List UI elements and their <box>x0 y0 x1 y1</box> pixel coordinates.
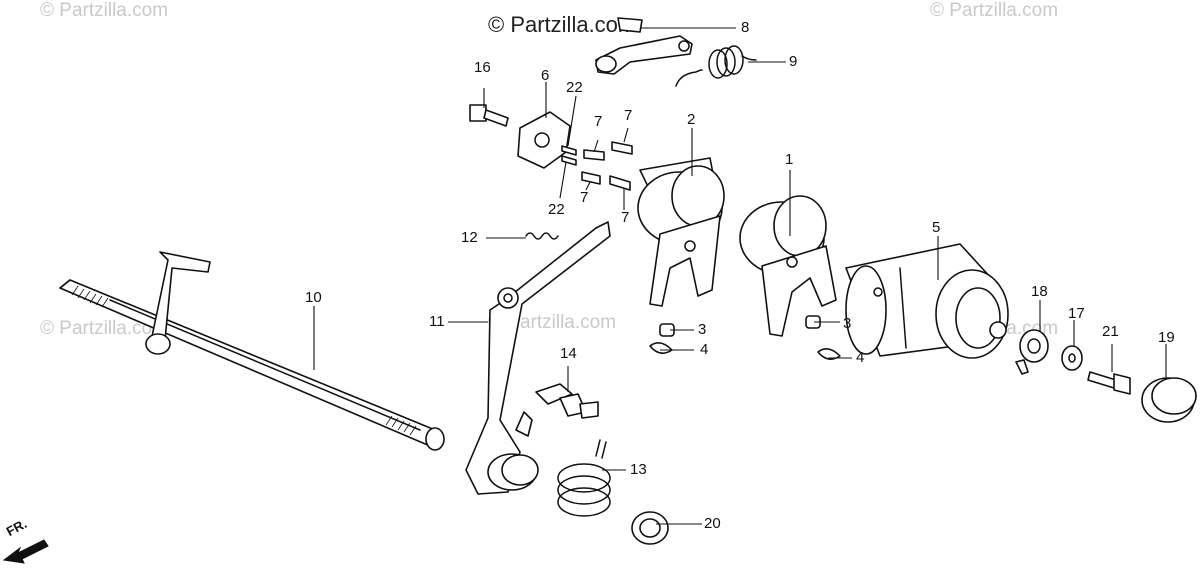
leader-lines <box>313 27 1167 525</box>
callout-16[interactable]: 16 <box>474 59 491 76</box>
part-12-spring[interactable] <box>525 232 559 240</box>
callout-2[interactable]: 2 <box>687 111 696 128</box>
part-16-bolt[interactable] <box>469 104 509 127</box>
part-11-gearshift-arm[interactable] <box>465 221 611 495</box>
watermark-main: © Partzilla.com <box>488 12 637 37</box>
part-3-guide-pin[interactable] <box>659 315 821 337</box>
part-18-stopper-plate[interactable] <box>1015 329 1049 375</box>
part-1-shift-fork[interactable] <box>739 195 837 337</box>
callout-20[interactable]: 20 <box>704 515 721 532</box>
callout-3[interactable]: 3 <box>843 315 852 332</box>
watermark: © Partzilla.com <box>930 0 1059 21</box>
callout-11[interactable]: 11 <box>429 313 445 330</box>
callout-19[interactable]: 19 <box>1158 329 1175 346</box>
watermark: © Partzilla.com <box>40 0 169 21</box>
callout-3[interactable]: 3 <box>698 321 707 338</box>
part-20-oil-seal[interactable] <box>631 511 669 545</box>
part-10-shift-shaft[interactable] <box>59 251 445 451</box>
callout-7[interactable]: 7 <box>594 113 603 130</box>
callout-6[interactable]: 6 <box>541 67 550 84</box>
front-direction-arrow-icon <box>2 539 49 564</box>
part-7-guide-pins[interactable] <box>581 141 633 191</box>
callout-7[interactable]: 7 <box>624 107 633 124</box>
callout-17[interactable]: 17 <box>1068 305 1085 322</box>
callout-12[interactable]: 12 <box>461 229 478 246</box>
part-5-shift-drum[interactable] <box>845 243 1009 359</box>
callout-5[interactable]: 5 <box>932 219 941 236</box>
part-19-cap[interactable] <box>1141 377 1197 423</box>
callout-7[interactable]: 7 <box>621 209 630 226</box>
part-2-shift-fork[interactable] <box>637 157 725 307</box>
callout-13[interactable]: 13 <box>630 461 647 478</box>
callout-7[interactable]: 7 <box>580 189 589 206</box>
callout-18[interactable]: 18 <box>1031 283 1048 300</box>
callout-22[interactable]: 22 <box>566 79 583 96</box>
callout-1[interactable]: 1 <box>785 151 794 168</box>
part-13-spring[interactable] <box>557 439 611 517</box>
watermark: © Partzilla.com <box>40 318 169 339</box>
part-22-pins[interactable] <box>561 145 577 166</box>
callout-14[interactable]: 14 <box>560 345 577 362</box>
callout-4[interactable]: 4 <box>700 341 709 358</box>
callout-4[interactable]: 4 <box>856 349 865 366</box>
callout-9[interactable]: 9 <box>789 53 798 70</box>
part-21-bolt[interactable] <box>1087 371 1131 395</box>
part-9-stopper-spring[interactable] <box>675 45 757 87</box>
part-4-cotter-pin[interactable] <box>649 342 841 360</box>
callout-21[interactable]: 21 <box>1102 323 1119 340</box>
callout-10[interactable]: 10 <box>305 289 322 306</box>
part-14-pin[interactable] <box>535 383 599 419</box>
part-8-stopper-arm[interactable] <box>595 17 693 75</box>
callout-22[interactable]: 22 <box>548 201 565 218</box>
part-17-washer[interactable] <box>1061 345 1083 371</box>
callout-8[interactable]: 8 <box>741 19 750 36</box>
